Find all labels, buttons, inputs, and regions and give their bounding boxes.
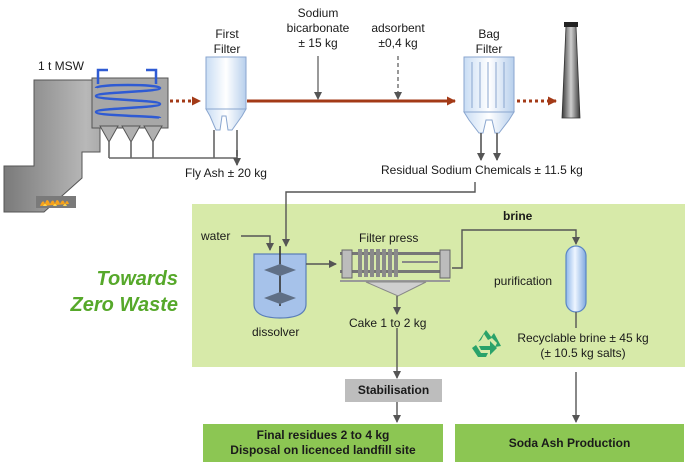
soda-ash-box [455,424,684,462]
sodium-line2: bicarbonate [286,21,350,35]
towards-line2: Zero Waste [70,294,178,316]
msw-label: 1 t MSW [38,59,85,73]
final-residues-box [203,424,443,462]
stabilisation-box [345,379,442,402]
dissolver-label: dissolver [252,325,300,339]
sodium-line3: ± 15 kg [298,36,338,50]
final-residues-text: Final residues 2 to 4 kg Disposal on lic… [203,424,443,462]
first-filter-line1: First [215,27,239,41]
dissolver-tank-icon [253,246,307,319]
purification-label: purification [494,274,553,288]
water-label: water [201,229,231,243]
bag-filter-line1: Bag [478,27,500,41]
final-line1: Final residues 2 to 4 kg [256,428,390,442]
bag-filter-label: Bag Filter [466,27,512,57]
cake-label: Cake 1 to 2 kg [349,316,427,330]
recyclable-line2: (± 10.5 kg salts) [540,346,626,360]
brine-label: brine [503,209,533,223]
purification-column-icon [565,245,587,313]
recycle-icon [472,330,501,357]
towards-line1: Towards [96,268,179,290]
recyclable-brine-label: Recyclable brine ± 45 kg (± 10.5 kg salt… [508,331,658,361]
recyclable-line1: Recyclable brine ± 45 kg [517,331,649,345]
fly-ash-label: Fly Ash ± 20 kg [185,166,267,180]
bag-filter-icon [463,56,515,134]
stack-icon [561,22,581,119]
filter-press-label: Filter press [359,231,419,245]
sodium-bicarbonate-label: Sodium bicarbonate ± 15 kg [280,6,356,51]
residual-label: Residual Sodium Chemicals ± 11.5 kg [381,163,583,177]
adsorbent-line1: adsorbent [371,21,425,35]
filter-press-icon [340,249,451,297]
adsorbent-line2: ±0,4 kg [378,36,418,50]
filter-silo-icon [205,56,247,131]
towards-zero-waste-title: Towards Zero Waste [70,266,178,318]
stabilisation-text: Stabilisation [357,383,430,397]
first-filter-line2: Filter [213,42,241,56]
adsorbent-label: adsorbent ±0,4 kg [362,21,434,51]
incinerator-icon [3,68,169,213]
sodium-line1: Sodium [297,6,339,20]
final-line2: Disposal on licenced landfill site [230,443,416,457]
first-filter-label: First Filter [205,27,249,57]
soda-ash-text: Soda Ash Production [508,435,631,450]
bag-filter-line2: Filter [475,42,503,56]
